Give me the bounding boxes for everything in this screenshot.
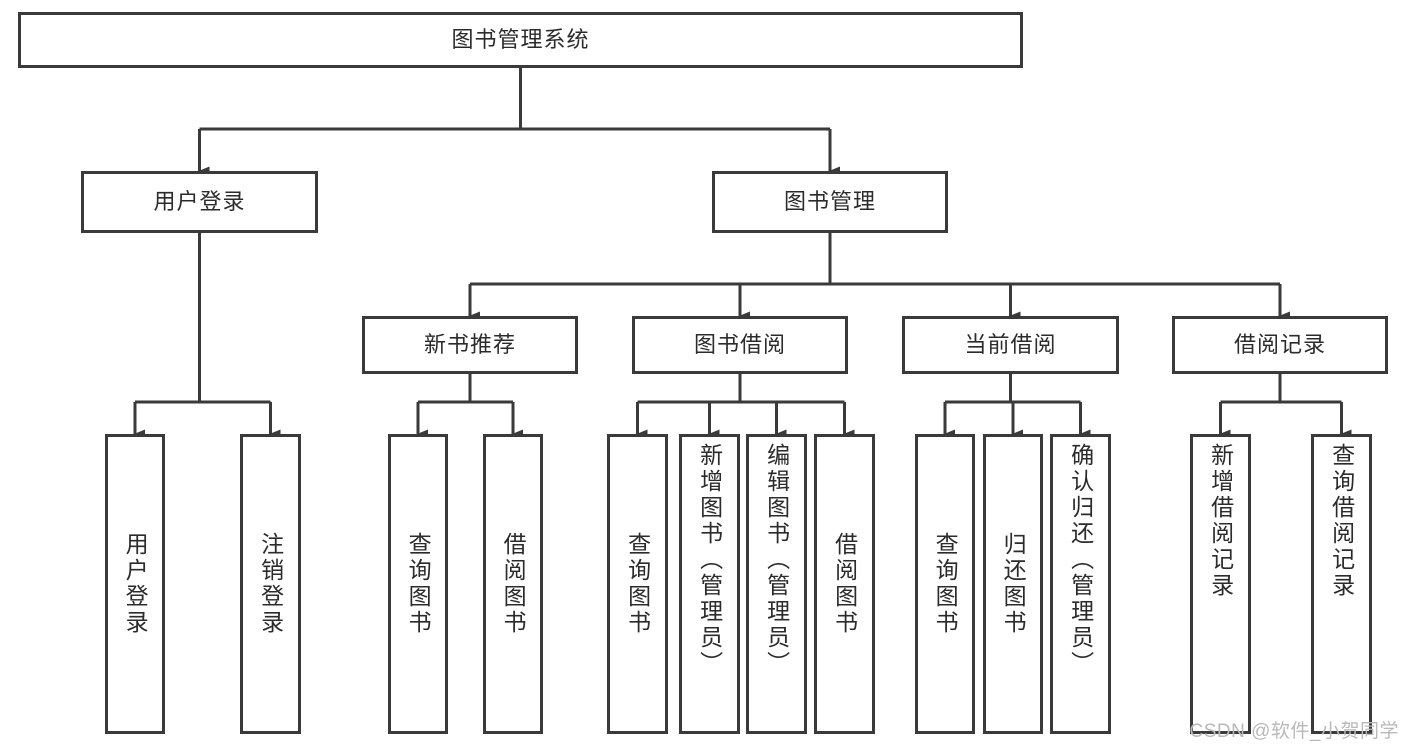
- node-l-query3[interactable]: 查询图书: [915, 434, 975, 734]
- node-label-l-edit: 编辑图书（管理员）: [763, 443, 790, 677]
- node-l-borrow2[interactable]: 借阅图书: [814, 434, 875, 734]
- node-label-root: 图书管理系统: [451, 26, 590, 52]
- node-root[interactable]: 图书管理系统: [18, 12, 1023, 68]
- node-label-l-borrow1: 借阅图书: [500, 532, 527, 636]
- node-label-l-query1: 查询图书: [405, 532, 432, 636]
- node-records[interactable]: 借阅记录: [1172, 316, 1388, 374]
- node-label-l-add: 新增图书（管理员）: [696, 443, 723, 677]
- node-l-return[interactable]: 归还图书: [983, 434, 1043, 734]
- node-l-edit[interactable]: 编辑图书（管理员）: [746, 434, 807, 734]
- node-label-borrow: 图书借阅: [693, 331, 786, 357]
- node-l-logout[interactable]: 注销登录: [240, 434, 301, 734]
- node-l-addrec[interactable]: 新增借阅记录: [1190, 434, 1251, 734]
- node-label-l-queryrec: 查询借阅记录: [1328, 443, 1355, 599]
- edge-group: [133, 68, 1352, 439]
- node-label-l-login: 用户登录: [122, 532, 149, 636]
- node-label-l-confirm: 确认归还（管理员）: [1067, 443, 1094, 677]
- node-label-records: 借阅记录: [1233, 331, 1326, 357]
- node-l-queryrec[interactable]: 查询借阅记录: [1311, 434, 1372, 734]
- watermark: CSDN @软件_小贺同学: [1189, 721, 1399, 742]
- node-borrow[interactable]: 图书借阅: [632, 316, 848, 374]
- node-label-current: 当前借阅: [964, 331, 1057, 357]
- node-login[interactable]: 用户登录: [81, 171, 318, 233]
- node-l-borrow1[interactable]: 借阅图书: [483, 434, 543, 734]
- node-label-l-borrow2: 借阅图书: [831, 532, 858, 636]
- node-label-bookmgmt: 图书管理: [783, 188, 876, 214]
- node-newbook[interactable]: 新书推荐: [362, 316, 578, 374]
- node-label-l-query2: 查询图书: [624, 532, 651, 636]
- node-l-query1[interactable]: 查询图书: [388, 434, 448, 734]
- node-label-l-return: 归还图书: [1000, 532, 1027, 636]
- node-label-l-logout: 注销登录: [257, 532, 284, 636]
- node-label-l-addrec: 新增借阅记录: [1207, 443, 1234, 599]
- node-label-l-query3: 查询图书: [932, 532, 959, 636]
- node-l-add[interactable]: 新增图书（管理员）: [679, 434, 740, 734]
- node-bookmgmt[interactable]: 图书管理: [712, 171, 948, 233]
- node-l-confirm[interactable]: 确认归还（管理员）: [1050, 434, 1111, 734]
- node-l-query2[interactable]: 查询图书: [607, 434, 668, 734]
- node-label-newbook: 新书推荐: [423, 331, 516, 357]
- node-current[interactable]: 当前借阅: [902, 316, 1119, 374]
- node-l-login[interactable]: 用户登录: [105, 434, 165, 734]
- node-label-login: 用户登录: [153, 188, 246, 214]
